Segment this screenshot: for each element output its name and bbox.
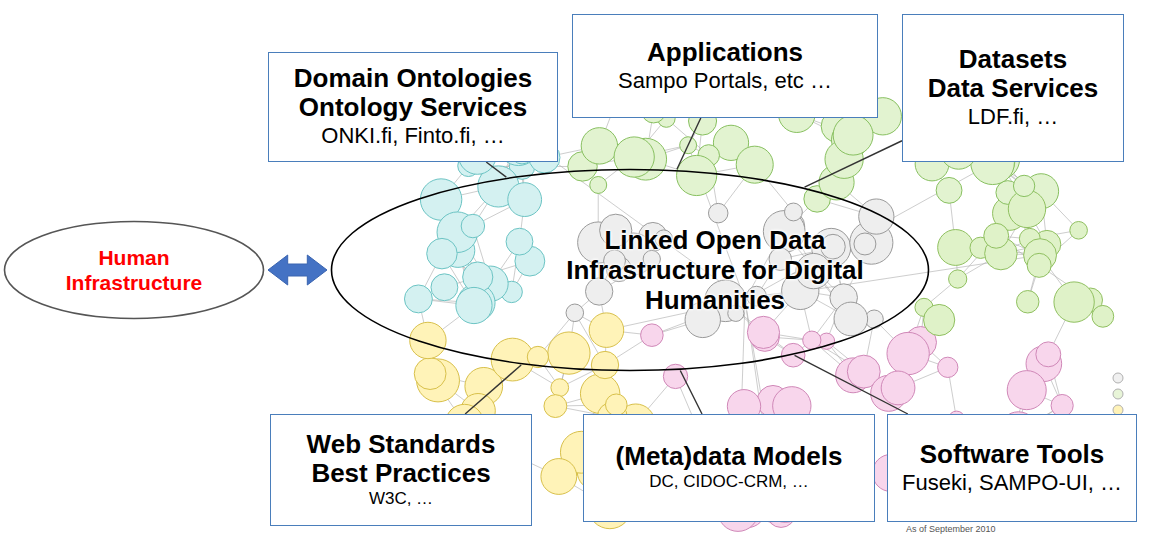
connector-line [805,141,902,187]
node-detail: W3C, … [279,488,523,510]
datasets-box: Datasets Data ServicesLDF.fi, … [902,14,1124,162]
node-detail: DC, CIDOC-CRM, … [592,471,866,493]
node-title: Domain Ontologies Ontology Services [277,64,549,122]
node-title: Applications [581,38,869,67]
applications-box: ApplicationsSampo Portals, etc … [572,14,878,118]
node-detail: LDF.fi, … [911,103,1115,130]
ellipse-outline [3,220,265,320]
node-title: Software Tools [896,440,1128,469]
node-detail: ONKI.fi, Finto.fi, … [277,122,549,149]
standards-box: Web Standards Best PracticesW3C, … [270,414,532,526]
metadata-models-box: (Meta)data ModelsDC, CIDOC-CRM, … [583,414,875,522]
node-title: Human Infrastructure [63,245,206,295]
software-tools-box: Software ToolsFuseki, SAMPO-UI, … [887,414,1137,522]
connector-line [486,162,506,177]
human-infrastructure-ellipse: Human Infrastructure [3,220,265,320]
connector-line [465,365,521,414]
node-title: Web Standards Best Practices [279,430,523,488]
cloud-date-note: As of September 2010 [906,524,996,534]
node-title: Datasets Data Services [911,45,1115,103]
node-detail: Fuseki, SAMPO-UI, … [896,469,1128,496]
lod-infrastructure-ellipse: Linked Open Data Infrastructure for Digi… [330,168,930,372]
node-title: (Meta)data Models [592,442,866,471]
connector-line [677,118,701,169]
ontology-box: Domain Ontologies Ontology ServicesONKI.… [268,52,558,162]
node-title: Linked Open Data Infrastructure for Digi… [563,225,867,315]
connector-line [795,355,908,414]
connector-line [680,371,702,414]
double-arrow [268,255,327,285]
node-detail: Sampo Portals, etc … [581,67,869,94]
